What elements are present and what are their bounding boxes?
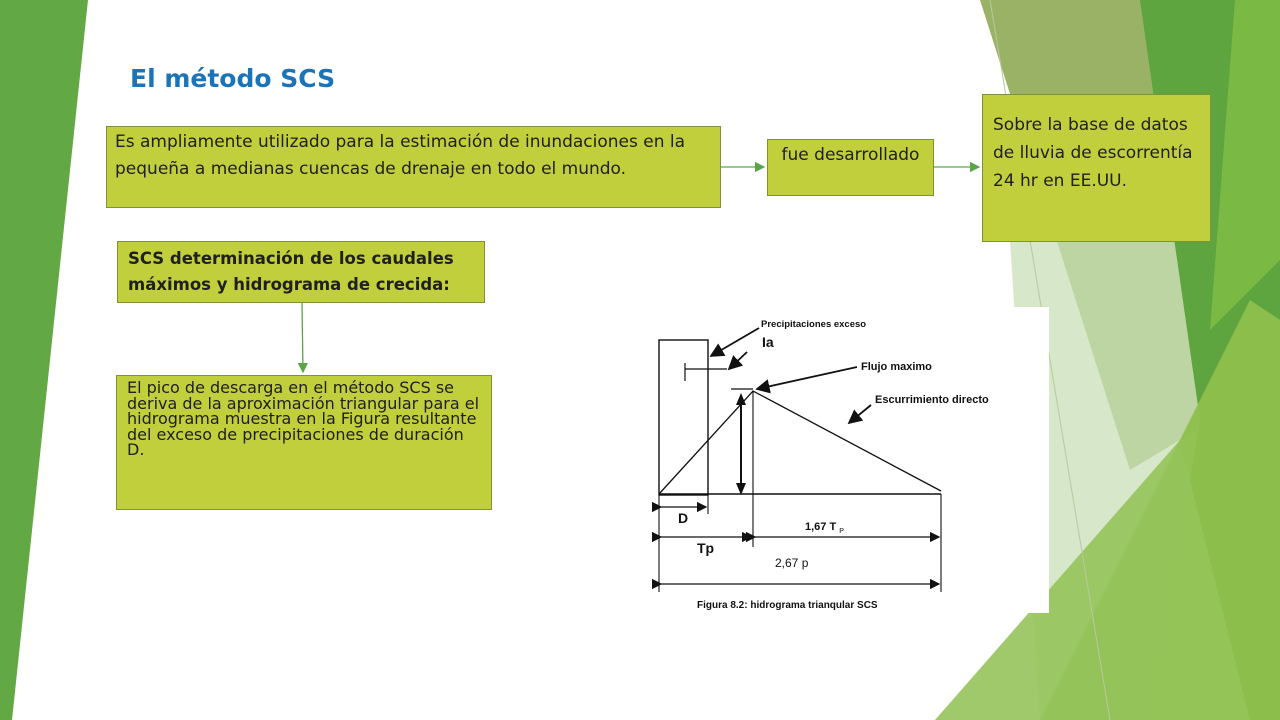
slide-title: El método SCS <box>130 64 336 93</box>
precipitation-bar <box>658 339 709 496</box>
database-box: Sobre la base de datos de lluvia de esco… <box>982 94 1211 242</box>
intro-box: Es ampliamente utilizado para la estimac… <box>106 126 721 208</box>
hydrograph-triangle <box>658 390 942 495</box>
label-d: D <box>678 510 688 526</box>
heading-box: SCS determinación de los caudales máximo… <box>117 241 485 303</box>
label-267p: 2,67 p <box>775 556 809 570</box>
right-shape-bright <box>1210 0 1280 330</box>
left-green-band <box>0 0 88 720</box>
label-direct-runoff: Escurrimiento directo <box>875 394 989 406</box>
developed-box: fue desarrollado <box>767 139 934 196</box>
peak-discharge-box: El pico de descarga en el método SCS se … <box>116 375 492 510</box>
callout-ia-arrow <box>727 351 748 371</box>
connector-heading-to-peak <box>297 302 309 374</box>
height-arrow-head-top <box>736 393 746 405</box>
height-arrow-head-bottom <box>736 483 746 495</box>
label-tp: Tp <box>697 540 714 556</box>
callout-runoff-arrow <box>847 404 872 425</box>
label-ia: Ia <box>762 334 774 350</box>
bottom-shape-light <box>935 440 1250 720</box>
callout-peak-arrow <box>755 366 858 394</box>
figure-caption: Figura 8.2: hidrograma trianqular SCS <box>697 600 878 611</box>
callout-precip-arrow <box>709 327 760 357</box>
scs-hydrograph-figure: Precipitaciones exceso Ia Flujo maximo E… <box>635 307 1049 613</box>
label-precipitation: Precipitaciones exceso <box>761 319 866 330</box>
label-peak-flow: Flujo maximo <box>861 361 932 373</box>
